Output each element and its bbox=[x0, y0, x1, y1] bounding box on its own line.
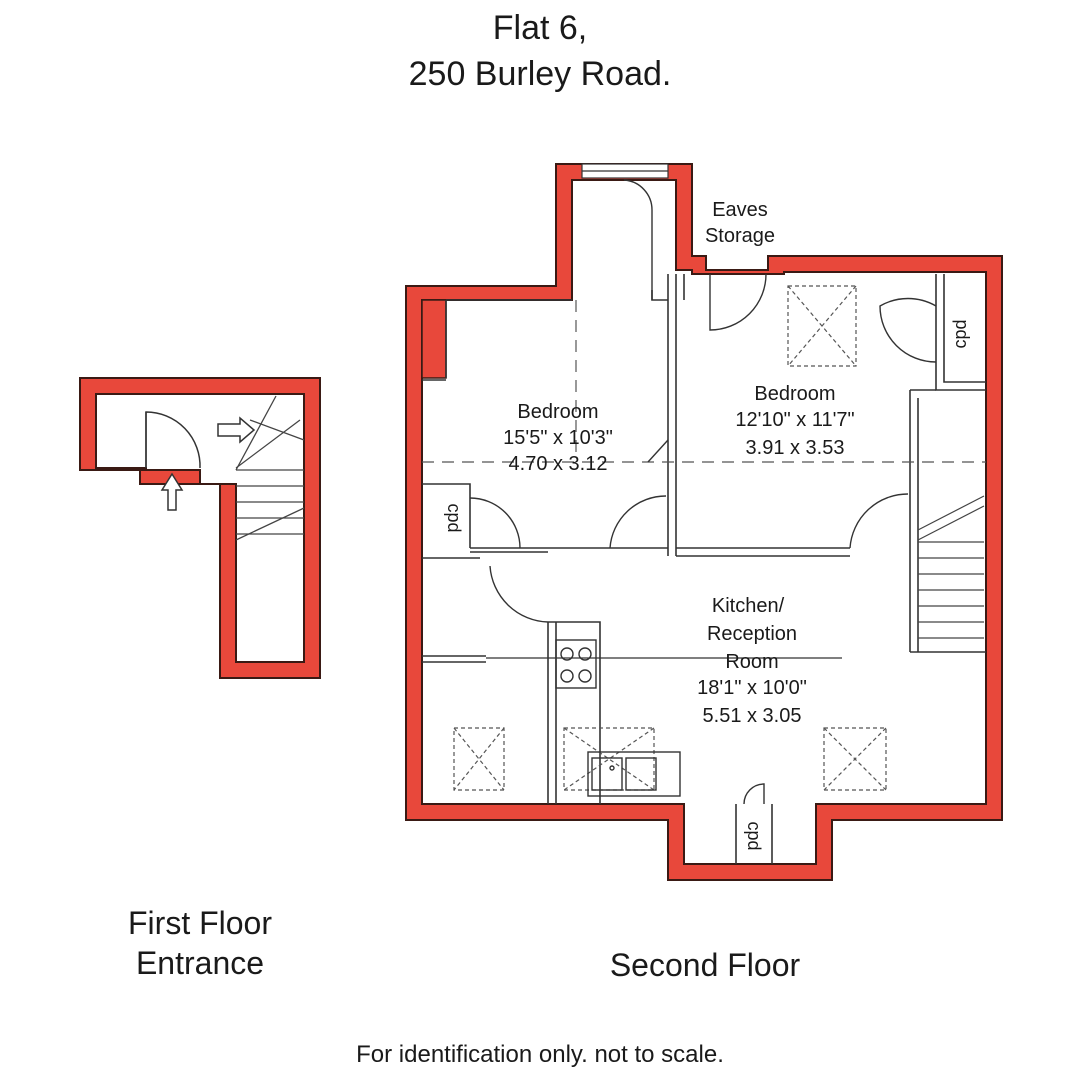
cupboard-labels: cpd cpd cpd bbox=[444, 319, 970, 850]
second-floor-walls bbox=[405, 163, 1003, 881]
plan-title-line1: Flat 6, bbox=[492, 9, 588, 47]
cupboard-label-right: cpd bbox=[950, 319, 970, 348]
kitchen-name-line3: Room bbox=[725, 651, 778, 673]
eaves-line1: Eaves bbox=[712, 199, 768, 221]
first-floor-stairs bbox=[235, 395, 305, 541]
second-floor-stairs bbox=[917, 495, 985, 639]
kitchen-size-imperial: 18'1" x 10'0" bbox=[697, 677, 807, 699]
bedroom1-size-imperial: 15'5" x 10'3" bbox=[503, 427, 613, 449]
first-floor-label: First Floor Entrance bbox=[90, 903, 310, 983]
kitchen-size-metric: 5.51 x 3.05 bbox=[703, 705, 802, 727]
bedroom1-size-metric: 4.70 x 3.12 bbox=[509, 453, 608, 475]
eaves-storage-label: Eaves Storage bbox=[705, 199, 775, 247]
bedroom2-name: Bedroom bbox=[754, 383, 835, 405]
bedroom1-label: Bedroom 15'5" x 10'3" 4.70 x 3.12 bbox=[503, 401, 613, 475]
roof-line bbox=[422, 300, 986, 463]
sink-icon bbox=[587, 751, 681, 797]
plan-title-line2: 250 Burley Road. bbox=[408, 55, 672, 93]
entrance-door bbox=[145, 411, 201, 469]
footer-note: For identification only. not to scale. bbox=[356, 1041, 724, 1068]
first-floor-walls bbox=[79, 377, 321, 679]
kitchen-name-line1: Kitchen/ bbox=[712, 595, 785, 617]
skylight-icon bbox=[453, 285, 887, 791]
hob-icon bbox=[555, 639, 597, 689]
first-floor-label-line2: Entrance bbox=[135, 945, 265, 981]
second-floor-label: Second Floor bbox=[609, 947, 801, 983]
stair-arrow-right-icon bbox=[217, 416, 256, 444]
kitchen-name-line2: Reception bbox=[707, 623, 797, 645]
internal-walls bbox=[422, 274, 986, 864]
bedroom2-size-imperial: 12'10" x 11'7" bbox=[735, 409, 854, 431]
cupboard-label-bottom: cpd bbox=[744, 821, 764, 850]
top-window bbox=[581, 163, 669, 179]
bedroom2-size-metric: 3.91 x 3.53 bbox=[746, 437, 845, 459]
eaves-line2: Storage bbox=[705, 225, 775, 247]
bedroom1-name: Bedroom bbox=[517, 401, 598, 423]
doors bbox=[469, 179, 937, 805]
cupboard-label-left: cpd bbox=[444, 503, 464, 532]
entrance-arrow-up-icon bbox=[160, 472, 184, 511]
kitchen-label: Kitchen/ Reception Room 18'1" x 10'0" 5.… bbox=[697, 595, 807, 727]
first-floor-label-line1: First Floor bbox=[128, 905, 272, 941]
bedroom2-label: Bedroom 12'10" x 11'7" 3.91 x 3.53 bbox=[735, 383, 854, 459]
